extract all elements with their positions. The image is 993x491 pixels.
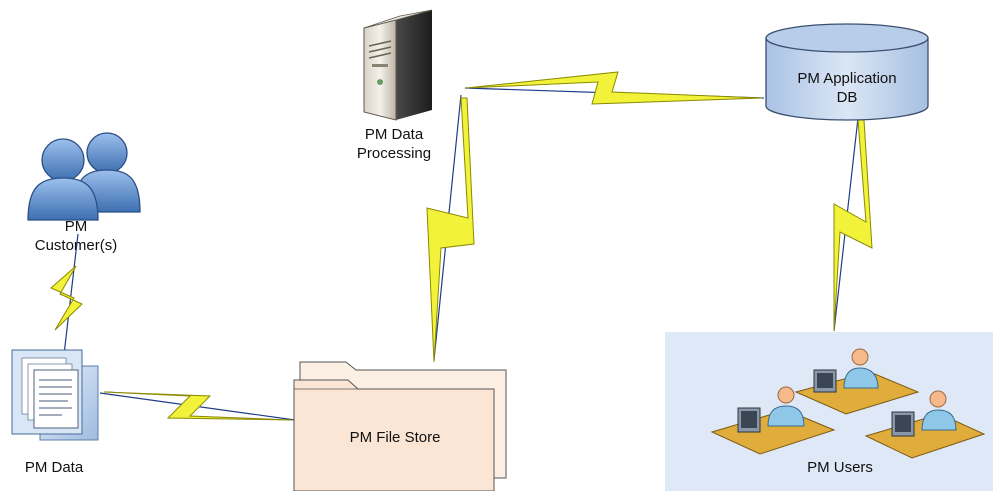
- file-store-label-text: PM File Store: [349, 429, 441, 446]
- data-label: PM Data: [8, 458, 100, 477]
- data-processing-label-line2: Processing: [356, 145, 432, 162]
- application-db-label-line2: DB: [836, 89, 858, 106]
- customers-label-line1: PM: [64, 218, 88, 235]
- users-label: PM Users: [780, 458, 900, 477]
- link-customers-data: [50, 233, 83, 373]
- application-db-label-line1: PM Application: [797, 70, 897, 87]
- users-label-text: PM Users: [807, 459, 873, 476]
- data-label-text: PM Data: [24, 459, 84, 476]
- customers-label-line2: Customer(s): [34, 237, 118, 254]
- application-db-label: PM Application DB: [766, 69, 928, 107]
- link-db-users: [833, 117, 873, 332]
- file-store-label: PM File Store: [300, 428, 490, 447]
- customers-icon: [27, 132, 141, 221]
- file-store-folder-icon: [293, 361, 507, 491]
- data-processing-label-line1: PM Data: [364, 126, 424, 143]
- workstation-icon: [794, 348, 920, 415]
- link-processing-db: [464, 71, 765, 105]
- data-processing-label: PM Data Processing: [336, 125, 452, 163]
- database-icon: [765, 23, 929, 121]
- workstation-icon: [710, 386, 836, 455]
- link-filestore-processing: [426, 94, 475, 363]
- documents-icon: [11, 349, 99, 441]
- workstation-icon: [864, 390, 986, 459]
- customers-label: PM Customer(s): [16, 217, 136, 255]
- link-data-filestore: [99, 391, 296, 421]
- server-icon: [363, 9, 433, 121]
